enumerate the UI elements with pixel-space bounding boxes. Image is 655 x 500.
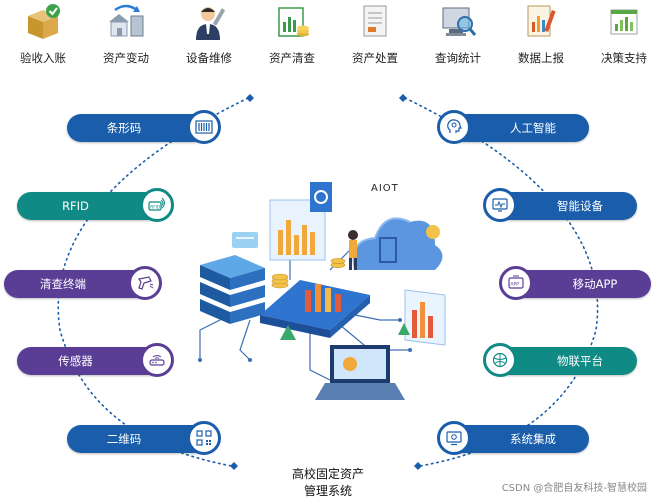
toolbar-item-decision[interactable]: 决策支持 [584, 2, 655, 70]
feature-label: 人工智能 [510, 121, 556, 135]
house-transfer-icon [109, 4, 144, 37]
svg-text:RFID: RFID [150, 204, 160, 209]
feature-system-integration[interactable]: 系统集成 [437, 421, 589, 455]
maintenance-worker-icon [196, 7, 225, 40]
box-checked-icon [28, 4, 60, 39]
toolbar-label: 设备维修 [186, 51, 232, 65]
feature-sensor[interactable]: 传感器 [17, 343, 174, 377]
toolbar-label: 决策支持 [601, 51, 647, 65]
feature-smart-device[interactable]: 智能设备 [483, 188, 637, 222]
system-title-line2: 管理系统 [303, 484, 352, 498]
toolbar-item-disposal[interactable]: 资产处置 [335, 2, 415, 70]
feature-label: 二维码 [106, 432, 142, 446]
barcode-icon [187, 110, 221, 144]
feature-barcode[interactable]: 条形码 [67, 110, 221, 144]
feature-label: 系统集成 [510, 432, 556, 446]
feature-rfid[interactable]: RFID RFID [17, 188, 174, 222]
search-statistics-icon [442, 7, 477, 36]
feature-mobile-app[interactable]: APP 移动APP [499, 266, 651, 300]
feature-label: 条形码 [106, 121, 142, 135]
toolbar-label: 资产处置 [352, 51, 398, 65]
aiot-label: AIOT [371, 183, 399, 194]
sensor-router-icon [140, 343, 174, 377]
feature-iot-platform[interactable]: 物联平台 [483, 343, 637, 377]
toolbar-label: 验收入账 [20, 51, 66, 65]
feature-qrcode[interactable]: 二维码 [67, 421, 221, 455]
toolbar-label: 查询统计 [435, 51, 481, 65]
ai-head-icon [437, 110, 471, 144]
feature-label: RFID [62, 199, 89, 213]
system-integration-icon [437, 421, 471, 455]
toolbar-item-report[interactable]: 数据上报 [501, 2, 581, 70]
feature-label: 传感器 [58, 354, 93, 368]
toolbar-item-inventory[interactable]: 资产清查 [252, 2, 332, 70]
top-toolbar: 验收入账 资产变动 设备维修 [0, 0, 655, 72]
aiot-center-illustration [198, 182, 446, 400]
iot-globe-icon [483, 343, 517, 377]
feature-inventory-terminal[interactable]: 清查终端 [4, 266, 162, 300]
inventory-chart-icon [278, 7, 309, 37]
report-chart-icon [527, 5, 556, 37]
decision-chart-icon [610, 9, 638, 35]
watermark: CSDN @合肥自友科技-智慧校园 [501, 483, 647, 494]
toolbar-label: 资产清查 [269, 51, 315, 65]
scanner-gun-icon [128, 266, 162, 300]
feature-label: 物联平台 [557, 354, 603, 368]
toolbar-item-repair[interactable]: 设备维修 [169, 2, 249, 70]
toolbar-item-acceptance[interactable]: 验收入账 [3, 2, 83, 70]
feature-label: 智能设备 [557, 199, 603, 213]
feature-label: 移动APP [572, 277, 618, 291]
toolbar-label: 数据上报 [518, 51, 564, 65]
system-title-line1: 高校固定资产 [291, 467, 364, 481]
toolbar-item-query[interactable]: 查询统计 [418, 2, 498, 70]
disposal-document-icon [363, 5, 387, 37]
rfid-tag-icon: RFID [140, 188, 174, 222]
mobile-app-icon: APP [499, 266, 533, 300]
toolbar-label: 资产变动 [103, 51, 149, 65]
feature-ai[interactable]: 人工智能 [437, 110, 589, 144]
system-title: 高校固定资产 管理系统 [268, 466, 388, 500]
smart-monitor-icon [483, 188, 517, 222]
qr-code-icon [187, 421, 221, 455]
svg-text:APP: APP [510, 281, 519, 287]
toolbar-item-asset-change[interactable]: 资产变动 [86, 2, 166, 70]
feature-label: 清查终端 [40, 277, 86, 291]
